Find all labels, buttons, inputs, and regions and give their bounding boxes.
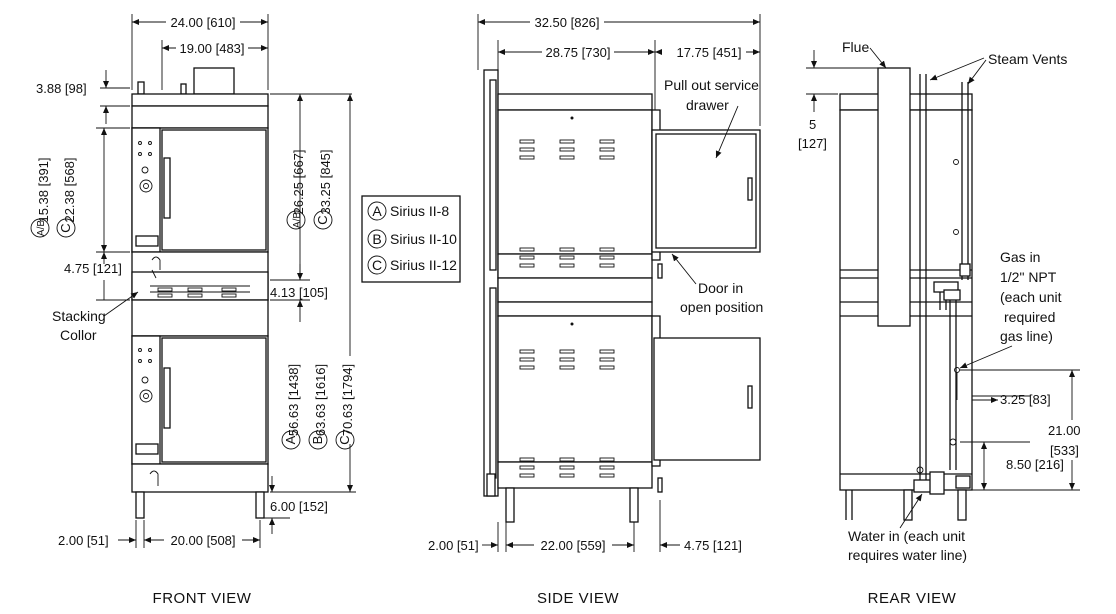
side-view: 32.50 [826] 28.75 [730] 17.75 [451] bbox=[428, 14, 763, 607]
gas-label-5: gas line) bbox=[1000, 328, 1053, 344]
side-view-title: SIDE VIEW bbox=[537, 590, 619, 607]
dim-top-gap-2: [127] bbox=[798, 136, 827, 151]
water-label-2: requires water line) bbox=[848, 547, 967, 563]
dim-collar-height: 4.13 [105] bbox=[270, 285, 328, 300]
gas-label-4: required bbox=[1004, 309, 1055, 325]
dim-door-c: 33.25 [845] bbox=[318, 149, 333, 214]
dim-side-leg-span: 22.00 [559] bbox=[540, 538, 605, 553]
dim-leg-height: 6.00 [152] bbox=[270, 499, 328, 514]
dim-gas-height-2: [533] bbox=[1050, 443, 1079, 458]
tag-ab-right: A/B bbox=[292, 212, 303, 228]
legend-model-b: Sirius II-10 bbox=[390, 231, 457, 247]
dim-leg-span: 20.00 [508] bbox=[170, 533, 235, 548]
legend-code-a: A bbox=[372, 203, 382, 219]
flue-label: Flue bbox=[842, 39, 869, 55]
dim-total-a: 56.63 [1438] bbox=[286, 364, 301, 436]
model-legend: A Sirius II-8 B Sirius II-10 C Sirius II… bbox=[361, 195, 461, 283]
dim-height-ab: 15.38 [391] bbox=[36, 157, 51, 222]
dim-total-c: 70.63 [1794] bbox=[340, 364, 355, 436]
dim-overall-depth: 32.50 [826] bbox=[534, 15, 599, 30]
tag-c-total: C bbox=[337, 435, 352, 444]
tag-ab-left: A/B bbox=[36, 220, 47, 236]
dim-side-leg-offset: 2.00 [51] bbox=[428, 538, 479, 553]
tag-c-right: C bbox=[315, 215, 330, 224]
stacking-collar-label-1: Stacking bbox=[52, 308, 106, 324]
dim-gap: 4.75 [121] bbox=[64, 261, 122, 276]
drawer-label-2: drawer bbox=[686, 97, 729, 113]
drawer-label-1: Pull out service bbox=[664, 77, 759, 93]
stacking-collar-label-2: Collor bbox=[60, 327, 97, 343]
dim-overall-width: 24.00 [610] bbox=[170, 15, 235, 30]
dim-height-c: 22.38 [568] bbox=[62, 157, 77, 222]
dim-inner-width: 19.00 [483] bbox=[179, 41, 244, 56]
dim-gas-offset: 3.25 [83] bbox=[1000, 392, 1051, 407]
dim-top-offset: 3.88 [98] bbox=[36, 81, 87, 96]
door-label-2: open position bbox=[680, 299, 763, 315]
dim-water-height: 8.50 [216] bbox=[1006, 457, 1064, 472]
dim-gas-height-1: 21.00 bbox=[1048, 423, 1081, 438]
legend-code-c: C bbox=[372, 257, 382, 273]
dim-body-depth: 28.75 [730] bbox=[545, 45, 610, 60]
water-label-1: Water in (each unit bbox=[848, 528, 965, 544]
dim-door-ab: 26.25 [667] bbox=[291, 149, 306, 214]
tag-b-total: B bbox=[310, 436, 325, 445]
door-label-1: Door in bbox=[698, 280, 743, 296]
rear-view-title: REAR VIEW bbox=[868, 590, 957, 607]
gas-label-2: 1/2" NPT bbox=[1000, 269, 1057, 285]
tag-a-total: A bbox=[283, 435, 298, 444]
tag-c-left: C bbox=[58, 223, 73, 232]
gas-label-1: Gas in bbox=[1000, 249, 1040, 265]
front-view-title: FRONT VIEW bbox=[153, 590, 252, 607]
steam-vents-label: Steam Vents bbox=[988, 51, 1067, 67]
dim-total-b: 63.63 [1616] bbox=[313, 364, 328, 436]
dim-leg-offset: 2.00 [51] bbox=[58, 533, 109, 548]
dim-drawer-depth: 17.75 [451] bbox=[676, 45, 741, 60]
front-view: 24.00 [610] 19.00 [483] 3.88 [98] bbox=[30, 14, 356, 607]
gas-label-3: (each unit bbox=[1000, 289, 1062, 305]
legend-model-a: Sirius II-8 bbox=[390, 203, 449, 219]
legend-code-b: B bbox=[372, 231, 381, 247]
legend-model-c: Sirius II-12 bbox=[390, 257, 457, 273]
dim-rear-offset: 4.75 [121] bbox=[684, 538, 742, 553]
rear-view: Flue Steam Vents 5 [127] Gas in 1/2" NPT… bbox=[798, 39, 1084, 607]
dim-top-gap-1: 5 bbox=[809, 117, 816, 132]
